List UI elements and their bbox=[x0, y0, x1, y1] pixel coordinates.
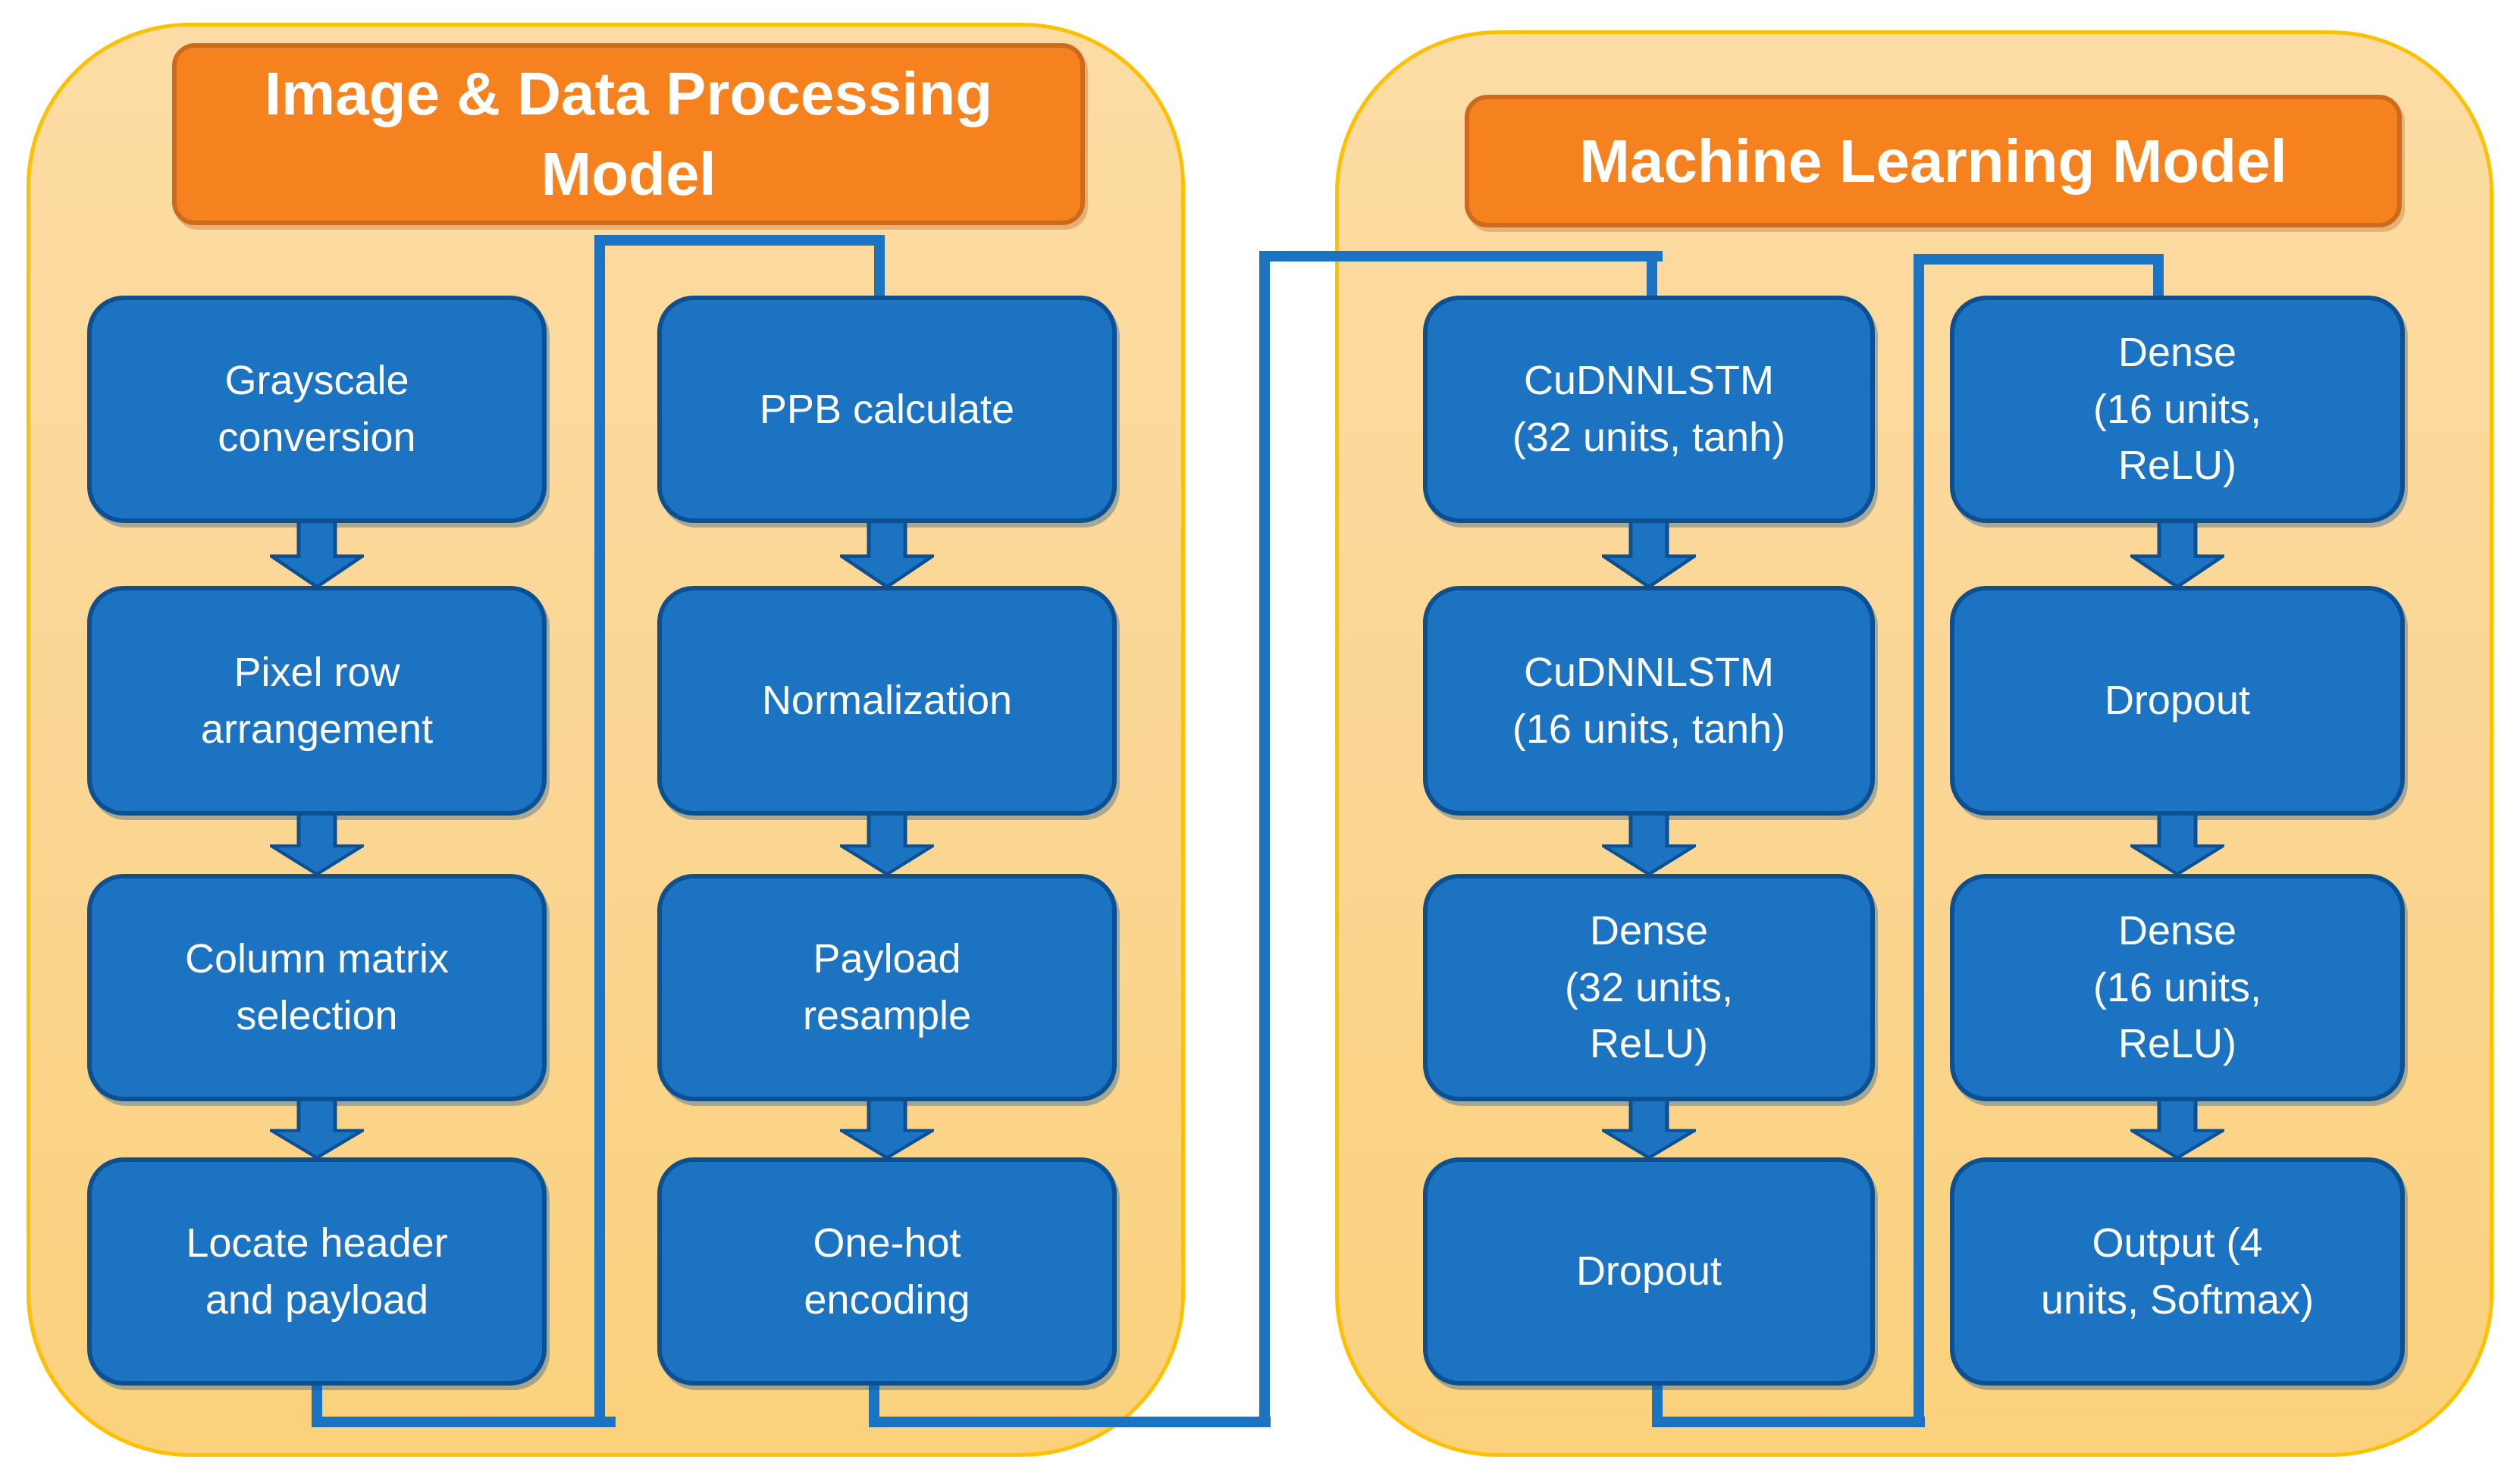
step-box-ppb-calculate: PPB calculate bbox=[657, 296, 1117, 523]
down-arrow-icon bbox=[1602, 814, 1696, 875]
connector-locate-header-to-ppb-riser bbox=[594, 235, 605, 1427]
down-arrow-icon bbox=[1602, 521, 1696, 588]
connector-locate-header-to-ppb-bottom bbox=[312, 1417, 616, 1427]
connector-dropout-to-dense-drop bbox=[2153, 254, 2164, 305]
down-arrow-icon bbox=[2130, 814, 2224, 875]
connector-onehot-to-cudnnlstm-top bbox=[1259, 251, 1663, 261]
step-box-dense-32-relu: Dense (32 units, ReLU) bbox=[1423, 874, 1875, 1101]
down-arrow-icon bbox=[270, 521, 364, 588]
step-box-dropout-1: Dropout bbox=[1423, 1157, 1875, 1386]
step-box-grayscale-conversion: Grayscale conversion bbox=[87, 296, 547, 523]
down-arrow-icon bbox=[270, 814, 364, 875]
connector-dropout-to-dense-top bbox=[1914, 254, 2164, 265]
connector-onehot-to-cudnnlstm-riser bbox=[1259, 251, 1270, 1427]
down-arrow-icon bbox=[840, 814, 934, 875]
down-arrow-icon bbox=[2130, 1100, 2224, 1159]
connector-locate-header-to-ppb-stub bbox=[312, 1379, 322, 1427]
down-arrow-icon bbox=[840, 521, 934, 588]
step-box-dense-16-relu-2: Dense (16 units, ReLU) bbox=[1950, 874, 2405, 1101]
down-arrow-icon bbox=[840, 1100, 934, 1159]
panel-title-machine-learning: Machine Learning Model bbox=[1465, 95, 2402, 227]
step-box-one-hot-encoding: One-hot encoding bbox=[657, 1157, 1117, 1386]
connector-dropout-to-dense-riser bbox=[1914, 254, 1924, 1427]
panel-title-image-data-processing: Image & Data Processing Model bbox=[172, 43, 1085, 225]
down-arrow-icon bbox=[1602, 1100, 1696, 1159]
step-box-output-softmax: Output (4 units, Softmax) bbox=[1950, 1157, 2405, 1386]
down-arrow-icon bbox=[2130, 521, 2224, 588]
connector-dropout-to-dense-bottom bbox=[1652, 1417, 1925, 1427]
connector-locate-header-to-ppb-drop bbox=[874, 235, 885, 305]
connector-dropout-to-dense-stub bbox=[1652, 1379, 1663, 1427]
connector-onehot-to-cudnnlstm-stub bbox=[869, 1379, 879, 1427]
step-box-cudnnlstm-16: CuDNNLSTM (16 units, tanh) bbox=[1423, 586, 1875, 816]
step-box-pixel-row-arrangement: Pixel row arrangement bbox=[87, 586, 547, 816]
step-box-column-matrix-selection: Column matrix selection bbox=[87, 874, 547, 1101]
down-arrow-icon bbox=[270, 1100, 364, 1159]
step-box-dropout-2: Dropout bbox=[1950, 586, 2405, 816]
connector-onehot-to-cudnnlstm-drop bbox=[1647, 251, 1657, 305]
step-box-locate-header-payload: Locate header and payload bbox=[87, 1157, 547, 1386]
connector-locate-header-to-ppb-top bbox=[594, 235, 885, 246]
step-box-normalization: Normalization bbox=[657, 586, 1117, 816]
step-box-cudnnlstm-32: CuDNNLSTM (32 units, tanh) bbox=[1423, 296, 1875, 523]
step-box-payload-resample: Payload resample bbox=[657, 874, 1117, 1101]
step-box-dense-16-relu-1: Dense (16 units, ReLU) bbox=[1950, 296, 2405, 523]
connector-onehot-to-cudnnlstm-bottom bbox=[869, 1417, 1271, 1427]
